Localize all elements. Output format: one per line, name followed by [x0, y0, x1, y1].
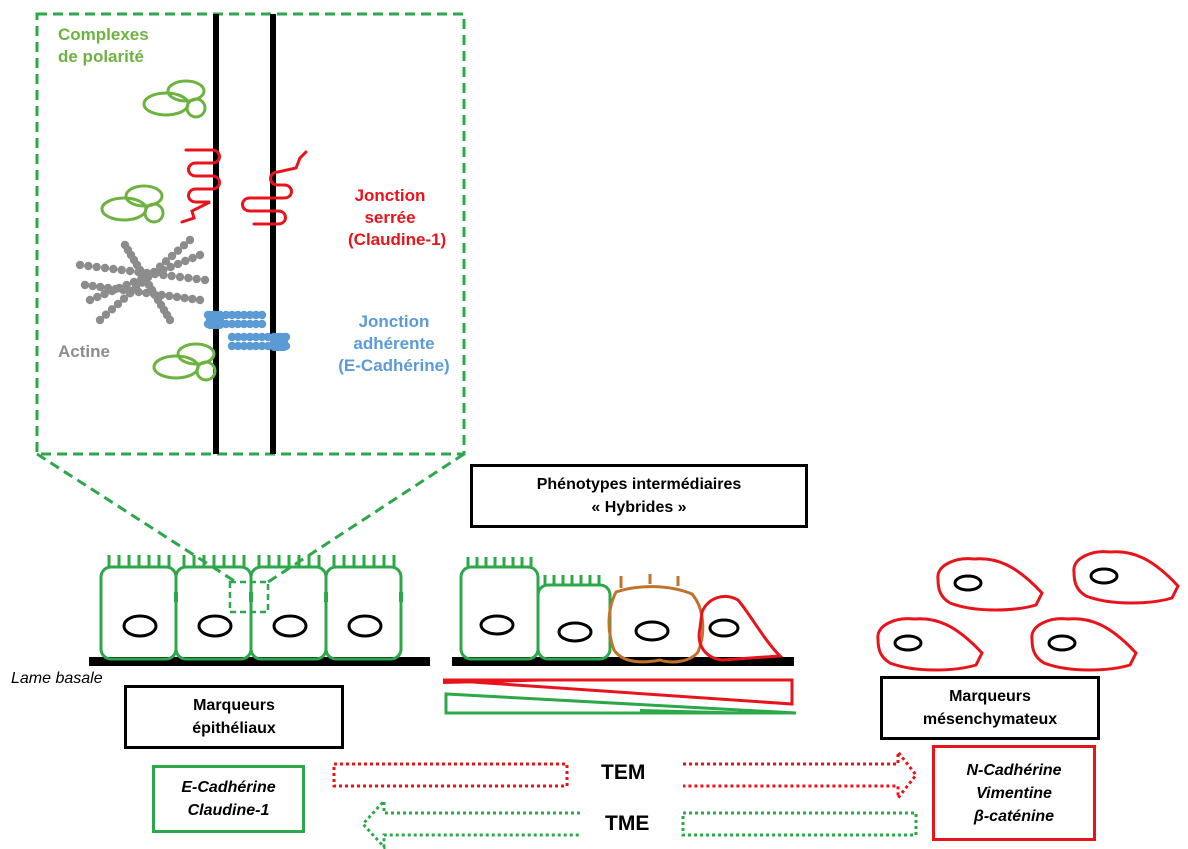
polarity-label-line2: de polarité [58, 47, 144, 66]
emt-label: TEM [601, 761, 646, 784]
epithelial-box-line2: épithéliaux [192, 720, 276, 737]
marker-beta-catenin: β-caténine [973, 807, 1055, 825]
hybrid-cilia [543, 575, 601, 585]
mesenchymal-cell [1030, 617, 1138, 672]
polarity-complex-label: Complexes de polarité [58, 24, 149, 68]
gradient-fill-green [640, 709, 796, 713]
marker-claudin-1: Claudine-1 [187, 802, 270, 819]
mesenchymal-cell [936, 557, 1044, 612]
tight-junction-protein [241, 150, 308, 226]
zoom-region-marker [228, 580, 270, 614]
epithelial-cell [99, 555, 178, 661]
tight-junction-label: Jonction serrée (Claudine-1) [348, 185, 447, 251]
tight-junction-line2: serrée [364, 208, 416, 227]
actin-label: Actine [58, 342, 110, 361]
epithelial-cells [99, 555, 601, 661]
hybrid-cell-mesenchymal [697, 595, 784, 662]
mesenchymal-cell [876, 617, 984, 672]
epithelial-markers-box: Marqueurs épithéliaux [124, 685, 344, 749]
basal-lamina-hybrid [452, 657, 794, 666]
met-arrow [360, 797, 918, 849]
adherens-junction-label: Jonction adhérente (E-Cadhérine) [338, 311, 450, 377]
adherens-line2: adhérente [353, 334, 435, 353]
mesenchymal-gradient [442, 678, 794, 706]
polarity-complex [100, 184, 165, 224]
epithelial-cell [249, 555, 328, 661]
polarity-label-line1: Complexes [58, 25, 149, 44]
gradient-fill-red [443, 680, 600, 684]
adherens-line3: (E-Cadhérine) [338, 356, 450, 375]
zoom-line-left [36, 452, 237, 584]
hybrid-box-line2: « Hybrides » [591, 499, 687, 516]
basal-lamina-epithelial [89, 657, 430, 666]
tight-junction-line1: Jonction [354, 186, 426, 205]
actin-filaments [75, 235, 210, 325]
tight-junction-protein [180, 148, 221, 224]
epithelial-gradient [444, 692, 797, 715]
basal-lamina-label: Lame basale [11, 670, 103, 687]
adherens-junction [203, 310, 291, 351]
mesenchymal-marker-list: N-Cadhérine Vimentine β-caténine [932, 745, 1096, 841]
mesenchymal-cell [1072, 550, 1180, 605]
hybrid-cilia [466, 557, 533, 567]
hybrid-cell-intermediate [607, 574, 705, 664]
hybrid-cell-epithelial [459, 565, 540, 661]
emt-arrow [332, 747, 918, 803]
mesenchymal-cells [876, 550, 1180, 672]
zoom-panel-frame [35, 12, 466, 456]
epithelial-cell [174, 555, 253, 661]
marker-n-cadherin: N-Cadhérine [966, 761, 1062, 779]
zoom-line-right [267, 452, 465, 584]
epithelial-marker-list: E-Cadhérine Claudine-1 [152, 765, 305, 833]
mesenchymal-markers-box: Marqueurs mésenchymateux [880, 676, 1100, 740]
met-label: TME [605, 812, 650, 835]
mesenchymal-box-line1: Marqueurs [949, 688, 1031, 705]
marker-e-cadherin: E-Cadhérine [181, 779, 276, 796]
adherens-line1: Jonction [358, 312, 430, 331]
polarity-complex [142, 79, 207, 119]
epithelial-box-line1: Marqueurs [193, 697, 275, 714]
marker-vimentin: Vimentine [976, 784, 1052, 802]
polarity-complex [152, 342, 217, 382]
epithelial-cell [324, 555, 403, 661]
tight-junction-line3: (Claudine-1) [348, 230, 447, 249]
hybrid-cell-partial [536, 583, 612, 661]
mesenchymal-box-line2: mésenchymateux [922, 711, 1058, 728]
hybrid-box-line1: Phénotypes intermédiaires [536, 476, 742, 493]
hybrid-phenotypes-box: Phénotypes intermédiaires « Hybrides » [470, 464, 808, 528]
